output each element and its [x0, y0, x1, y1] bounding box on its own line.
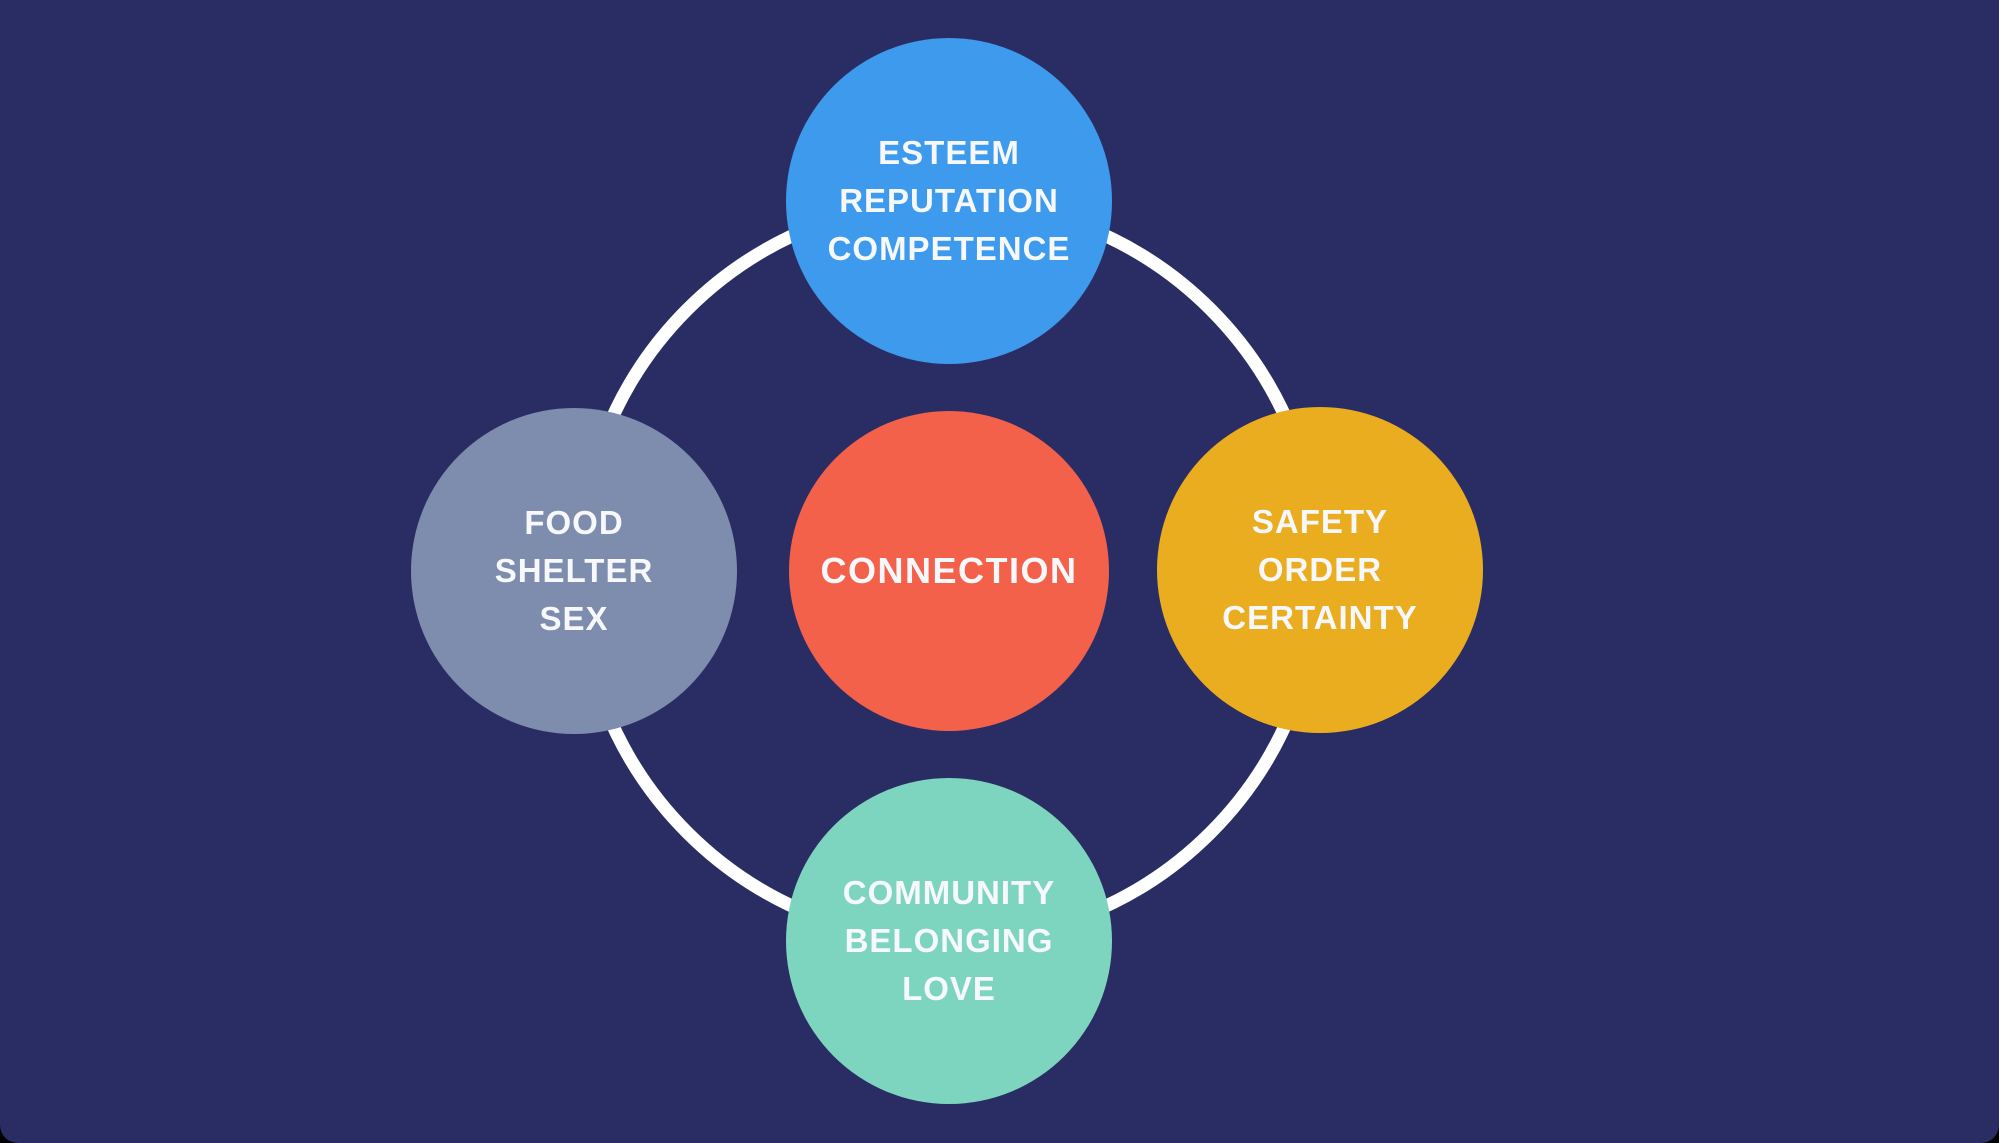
- node-esteem-label: ESTEEM REPUTATION COMPETENCE: [828, 129, 1071, 273]
- node-esteem-line-3: COMPETENCE: [827, 230, 1071, 267]
- node-connection-label: CONNECTION: [821, 547, 1078, 595]
- node-community-line-2: BELONGING: [844, 922, 1054, 959]
- node-safety: SAFETY ORDER CERTAINTY: [1157, 407, 1483, 733]
- node-physiological-label: FOOD SHELTER SEX: [495, 499, 654, 643]
- node-physiological: FOOD SHELTER SEX: [411, 408, 737, 734]
- node-physiological-line-3: SEX: [539, 600, 609, 637]
- node-safety-line-2: ORDER: [1257, 551, 1383, 588]
- node-physiological-line-1: FOOD: [524, 504, 624, 541]
- node-safety-label: SAFETY ORDER CERTAINTY: [1222, 498, 1417, 642]
- node-community-line-3: LOVE: [902, 970, 996, 1007]
- node-connection-line-1: CONNECTION: [820, 550, 1078, 591]
- node-physiological-line-2: SHELTER: [494, 552, 654, 589]
- node-community: COMMUNITY BELONGING LOVE: [786, 778, 1112, 1104]
- node-esteem: ESTEEM REPUTATION COMPETENCE: [786, 38, 1112, 364]
- node-safety-line-1: SAFETY: [1251, 503, 1389, 540]
- node-community-label: COMMUNITY BELONGING LOVE: [843, 869, 1055, 1013]
- node-connection: CONNECTION: [789, 411, 1109, 731]
- node-safety-line-3: CERTAINTY: [1222, 599, 1418, 636]
- node-esteem-line-1: ESTEEM: [878, 134, 1020, 171]
- node-esteem-line-2: REPUTATION: [839, 182, 1059, 219]
- node-community-line-1: COMMUNITY: [842, 874, 1056, 911]
